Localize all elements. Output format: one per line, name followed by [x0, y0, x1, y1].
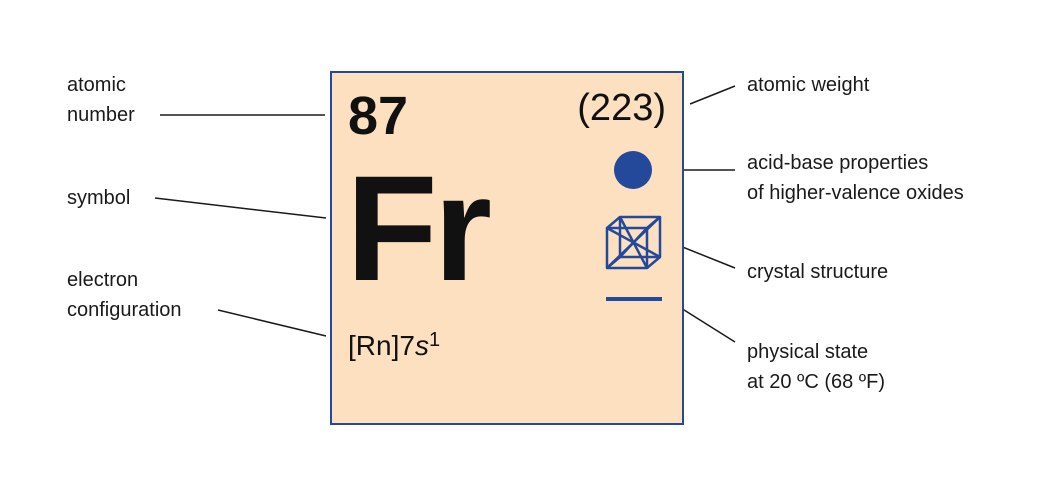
label-crystal-structure: crystal structure — [747, 261, 889, 283]
config-core: [Rn]7 — [348, 330, 415, 361]
label-atomic-number-line2: number — [67, 104, 135, 126]
label-atomic-number-line1: atomic — [67, 74, 126, 96]
label-electron-config-line2: configuration — [67, 299, 182, 321]
acid-base-icon — [614, 151, 652, 189]
leader-symbol — [154, 197, 327, 219]
element-symbol: Fr — [346, 144, 492, 312]
label-atomic-weight: atomic weight — [747, 74, 870, 96]
crystal-structure-icon — [605, 215, 662, 270]
label-physical-state-line1: physical state — [747, 341, 869, 363]
physical-state-icon — [606, 297, 662, 301]
element-tile: 87 (223) Fr [Rn]7s1 — [330, 71, 684, 425]
label-acid-base: acid-base properties of higher-valence o… — [747, 148, 964, 208]
atomic-number: 87 — [348, 86, 409, 146]
label-acid-base-line1: acid-base properties — [747, 152, 929, 174]
label-physical-state: physical state at 20 ºC (68 ºF) — [747, 337, 885, 397]
label-acid-base-line2: of higher-valence oxides — [747, 182, 964, 204]
label-electron-configuration: electron configuration — [67, 265, 182, 325]
label-symbol: symbol — [67, 187, 131, 209]
atomic-weight: (223) — [577, 87, 666, 129]
electron-configuration: [Rn]7s1 — [348, 323, 440, 363]
label-physical-state-line2: at 20 ºC (68 ºF) — [747, 371, 885, 393]
leader-electron-config — [217, 309, 327, 337]
leader-atomic-weight — [689, 85, 736, 105]
config-superscript: 1 — [428, 329, 441, 351]
config-subshell: s — [414, 330, 429, 361]
label-atomic-number: atomic number — [67, 70, 135, 130]
label-electron-config-line1: electron — [67, 269, 139, 291]
